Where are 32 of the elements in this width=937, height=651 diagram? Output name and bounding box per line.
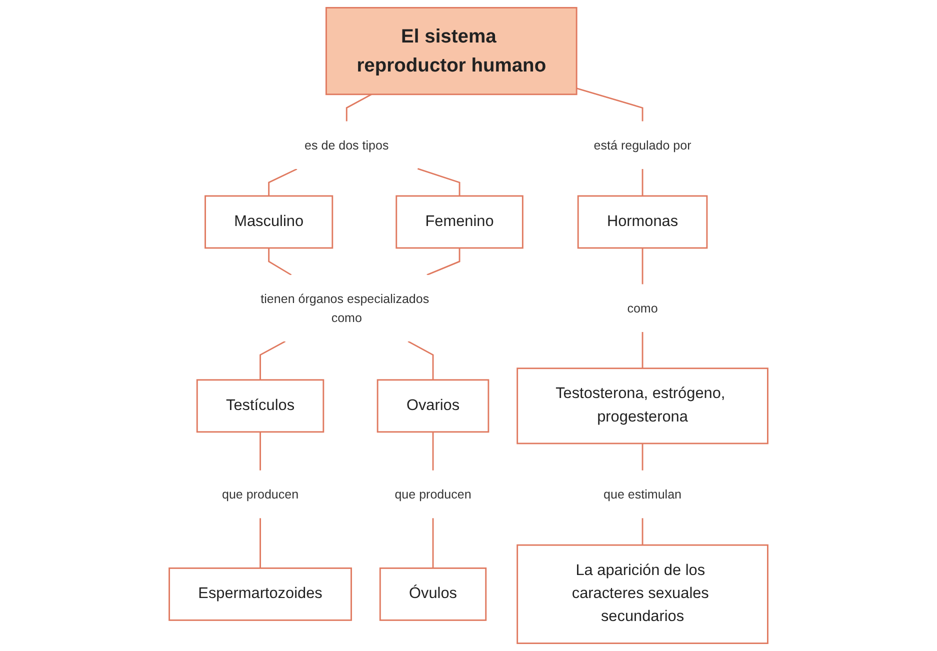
connector [642, 332, 644, 368]
connector [426, 248, 460, 276]
connector [642, 169, 644, 196]
node-box: Masculino [204, 195, 334, 249]
node-box: Testículos [196, 379, 324, 433]
node-text: que producen [394, 486, 472, 502]
connector [346, 94, 372, 122]
connector [268, 248, 292, 276]
node-box: Espermartozoides [168, 567, 352, 621]
node-box: Testosterona, estrógeno, progesterona [516, 368, 768, 444]
node-text: es de dos tipos [304, 138, 389, 152]
node-text: que producen [222, 486, 299, 502]
node-box: Hormonas [577, 195, 708, 249]
connector [417, 168, 460, 196]
node-box: El sistema reproductor humano [325, 6, 578, 96]
connector [576, 88, 644, 122]
connector [260, 432, 261, 470]
node-box: Femenino [396, 195, 524, 249]
connector [260, 518, 261, 568]
connector [268, 168, 298, 196]
connector [642, 248, 644, 284]
node-box: Óvulos [379, 567, 487, 621]
node-text: como [627, 300, 658, 316]
connector [642, 518, 644, 546]
connector [642, 443, 644, 470]
connector [432, 432, 434, 470]
node-box: La aparición de los caracteres sexuales secundarios [516, 544, 768, 644]
connector [432, 518, 434, 568]
node-text: está regulado por [594, 138, 692, 152]
node-text: tienen órganos especializados como [260, 291, 430, 325]
node-text: que estimulan [604, 486, 682, 502]
node-box: Ovarios [376, 379, 490, 433]
